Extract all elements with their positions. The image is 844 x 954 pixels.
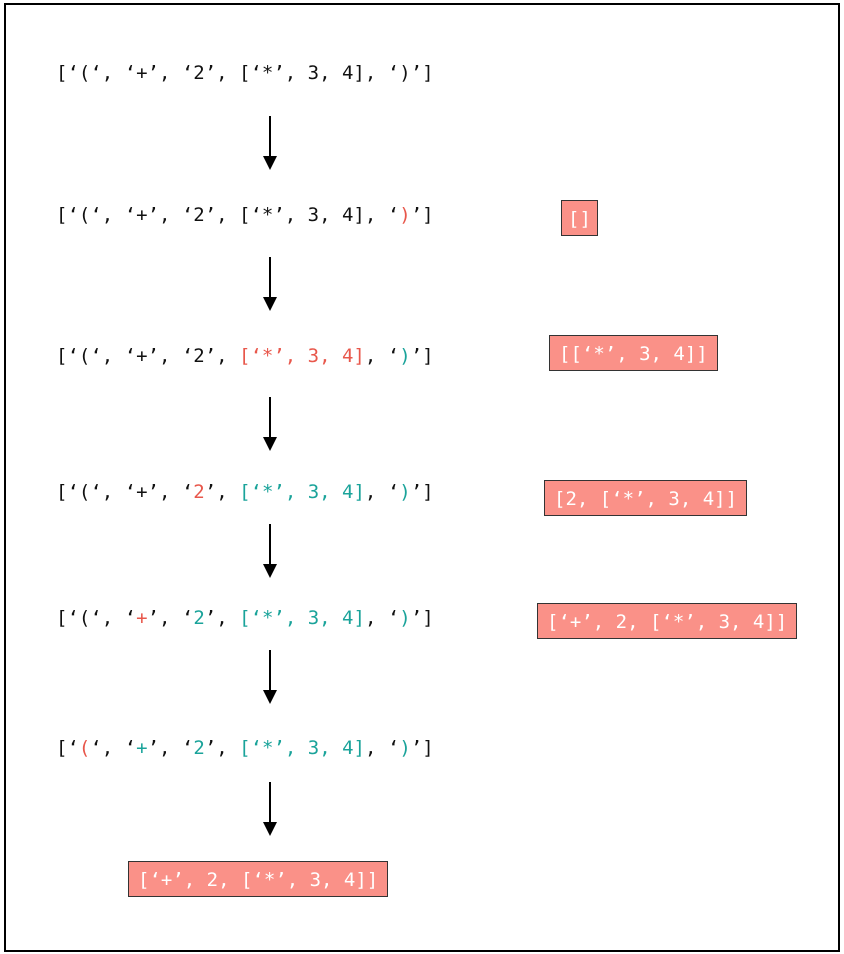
token-fragment: ‘ — [181, 737, 194, 759]
token-fragment: ’, — [204, 737, 240, 759]
down-arrow-icon — [263, 650, 277, 704]
token-fragment: ’] — [410, 481, 434, 503]
result-box: [‘+’, 2, [‘*’, 3, 4]] — [128, 861, 389, 897]
token-fragment: ) — [399, 345, 411, 367]
token-fragment: ’] — [410, 737, 434, 759]
token-fragment: + — [136, 607, 148, 629]
token-fragment: ‘ — [181, 607, 194, 629]
token-fragment: ‘ — [387, 607, 400, 629]
token-fragment: ‘ — [181, 481, 194, 503]
token-fragment: , — [364, 481, 388, 503]
stack-box-4: [‘+’, 2, [‘*’, 3, 4]] — [537, 603, 798, 639]
token-fragment: [‘*’, 3, 4] — [239, 345, 365, 367]
token-fragment: ‘+’, — [124, 62, 182, 84]
token-fragment: 2 — [193, 607, 205, 629]
down-arrow-icon — [263, 524, 277, 578]
token-fragment: [‘(‘, — [56, 607, 125, 629]
token-fragment: ‘+’, — [124, 481, 182, 503]
token-fragment: [‘(‘, — [56, 481, 125, 503]
token-row-5: [‘(‘, ‘+’, ‘2’, [‘*’, 3, 4], ‘)’] — [56, 607, 434, 629]
token-fragment: [‘*’, 3, 4] — [239, 204, 365, 226]
down-arrow-icon — [263, 257, 277, 311]
token-fragment: , — [364, 345, 388, 367]
down-arrow-icon — [263, 397, 277, 451]
token-fragment: ’, — [204, 481, 240, 503]
token-fragment: ‘ — [124, 737, 137, 759]
token-fragment: [‘ — [56, 737, 79, 759]
token-row-3: [‘(‘, ‘+’, ‘2’, [‘*’, 3, 4], ‘)’] — [56, 345, 434, 367]
token-row-4: [‘(‘, ‘+’, ‘2’, [‘*’, 3, 4], ‘)’] — [56, 481, 434, 503]
token-fragment: ‘ — [387, 481, 400, 503]
stack-box-1: [] — [561, 200, 598, 236]
token-fragment: , — [364, 62, 388, 84]
token-fragment: ‘+’, — [124, 345, 182, 367]
token-fragment: ’] — [410, 607, 434, 629]
token-row-2: [‘(‘, ‘+’, ‘2’, [‘*’, 3, 4], ‘)’] — [56, 204, 434, 226]
down-arrow-icon — [263, 116, 277, 170]
token-fragment: , — [364, 607, 388, 629]
stack-box-3: [2, [‘*’, 3, 4]] — [544, 480, 748, 516]
token-fragment: 2 — [193, 737, 205, 759]
token-fragment: ‘2’, — [181, 62, 240, 84]
token-fragment: [‘*’, 3, 4] — [239, 62, 365, 84]
token-fragment: ’] — [410, 204, 434, 226]
token-fragment: [‘(‘, — [56, 345, 125, 367]
token-fragment: ) — [399, 481, 411, 503]
token-fragment: ’] — [410, 345, 434, 367]
token-fragment: ‘2’, — [181, 345, 240, 367]
token-fragment: ‘ — [387, 737, 400, 759]
token-fragment: ) — [399, 607, 411, 629]
token-fragment: ) — [399, 737, 411, 759]
token-fragment: ‘, — [90, 737, 125, 759]
token-fragment: [‘*’, 3, 4] — [239, 737, 365, 759]
token-fragment: ) — [399, 204, 411, 226]
token-fragment: ’, — [147, 607, 182, 629]
token-fragment: + — [136, 737, 148, 759]
token-fragment: ( — [78, 737, 91, 759]
token-row-6: [‘(‘, ‘+’, ‘2’, [‘*’, 3, 4], ‘)’] — [56, 737, 434, 759]
token-fragment: , — [364, 204, 388, 226]
down-arrow-icon — [263, 782, 277, 836]
token-fragment: ’, — [147, 737, 182, 759]
token-fragment: , — [364, 737, 388, 759]
token-fragment: ‘2’, — [181, 204, 240, 226]
token-fragment: [‘*’, 3, 4] — [239, 481, 365, 503]
token-fragment: [‘*’, 3, 4] — [239, 607, 365, 629]
token-fragment: [‘(‘, — [56, 62, 125, 84]
diagram-frame — [4, 3, 840, 952]
token-fragment: [‘(‘, — [56, 204, 125, 226]
token-fragment: ‘ — [387, 204, 400, 226]
token-fragment: ‘+’, — [124, 204, 182, 226]
stack-box-2: [[‘*’, 3, 4]] — [549, 335, 718, 371]
token-row-1: [‘(‘, ‘+’, ‘2’, [‘*’, 3, 4], ‘)’] — [56, 62, 434, 84]
token-fragment: ’, — [204, 607, 240, 629]
token-fragment: ‘ — [387, 345, 400, 367]
token-fragment: 2 — [193, 481, 205, 503]
token-fragment: ‘ — [124, 607, 137, 629]
token-fragment: ‘)’] — [387, 62, 434, 84]
